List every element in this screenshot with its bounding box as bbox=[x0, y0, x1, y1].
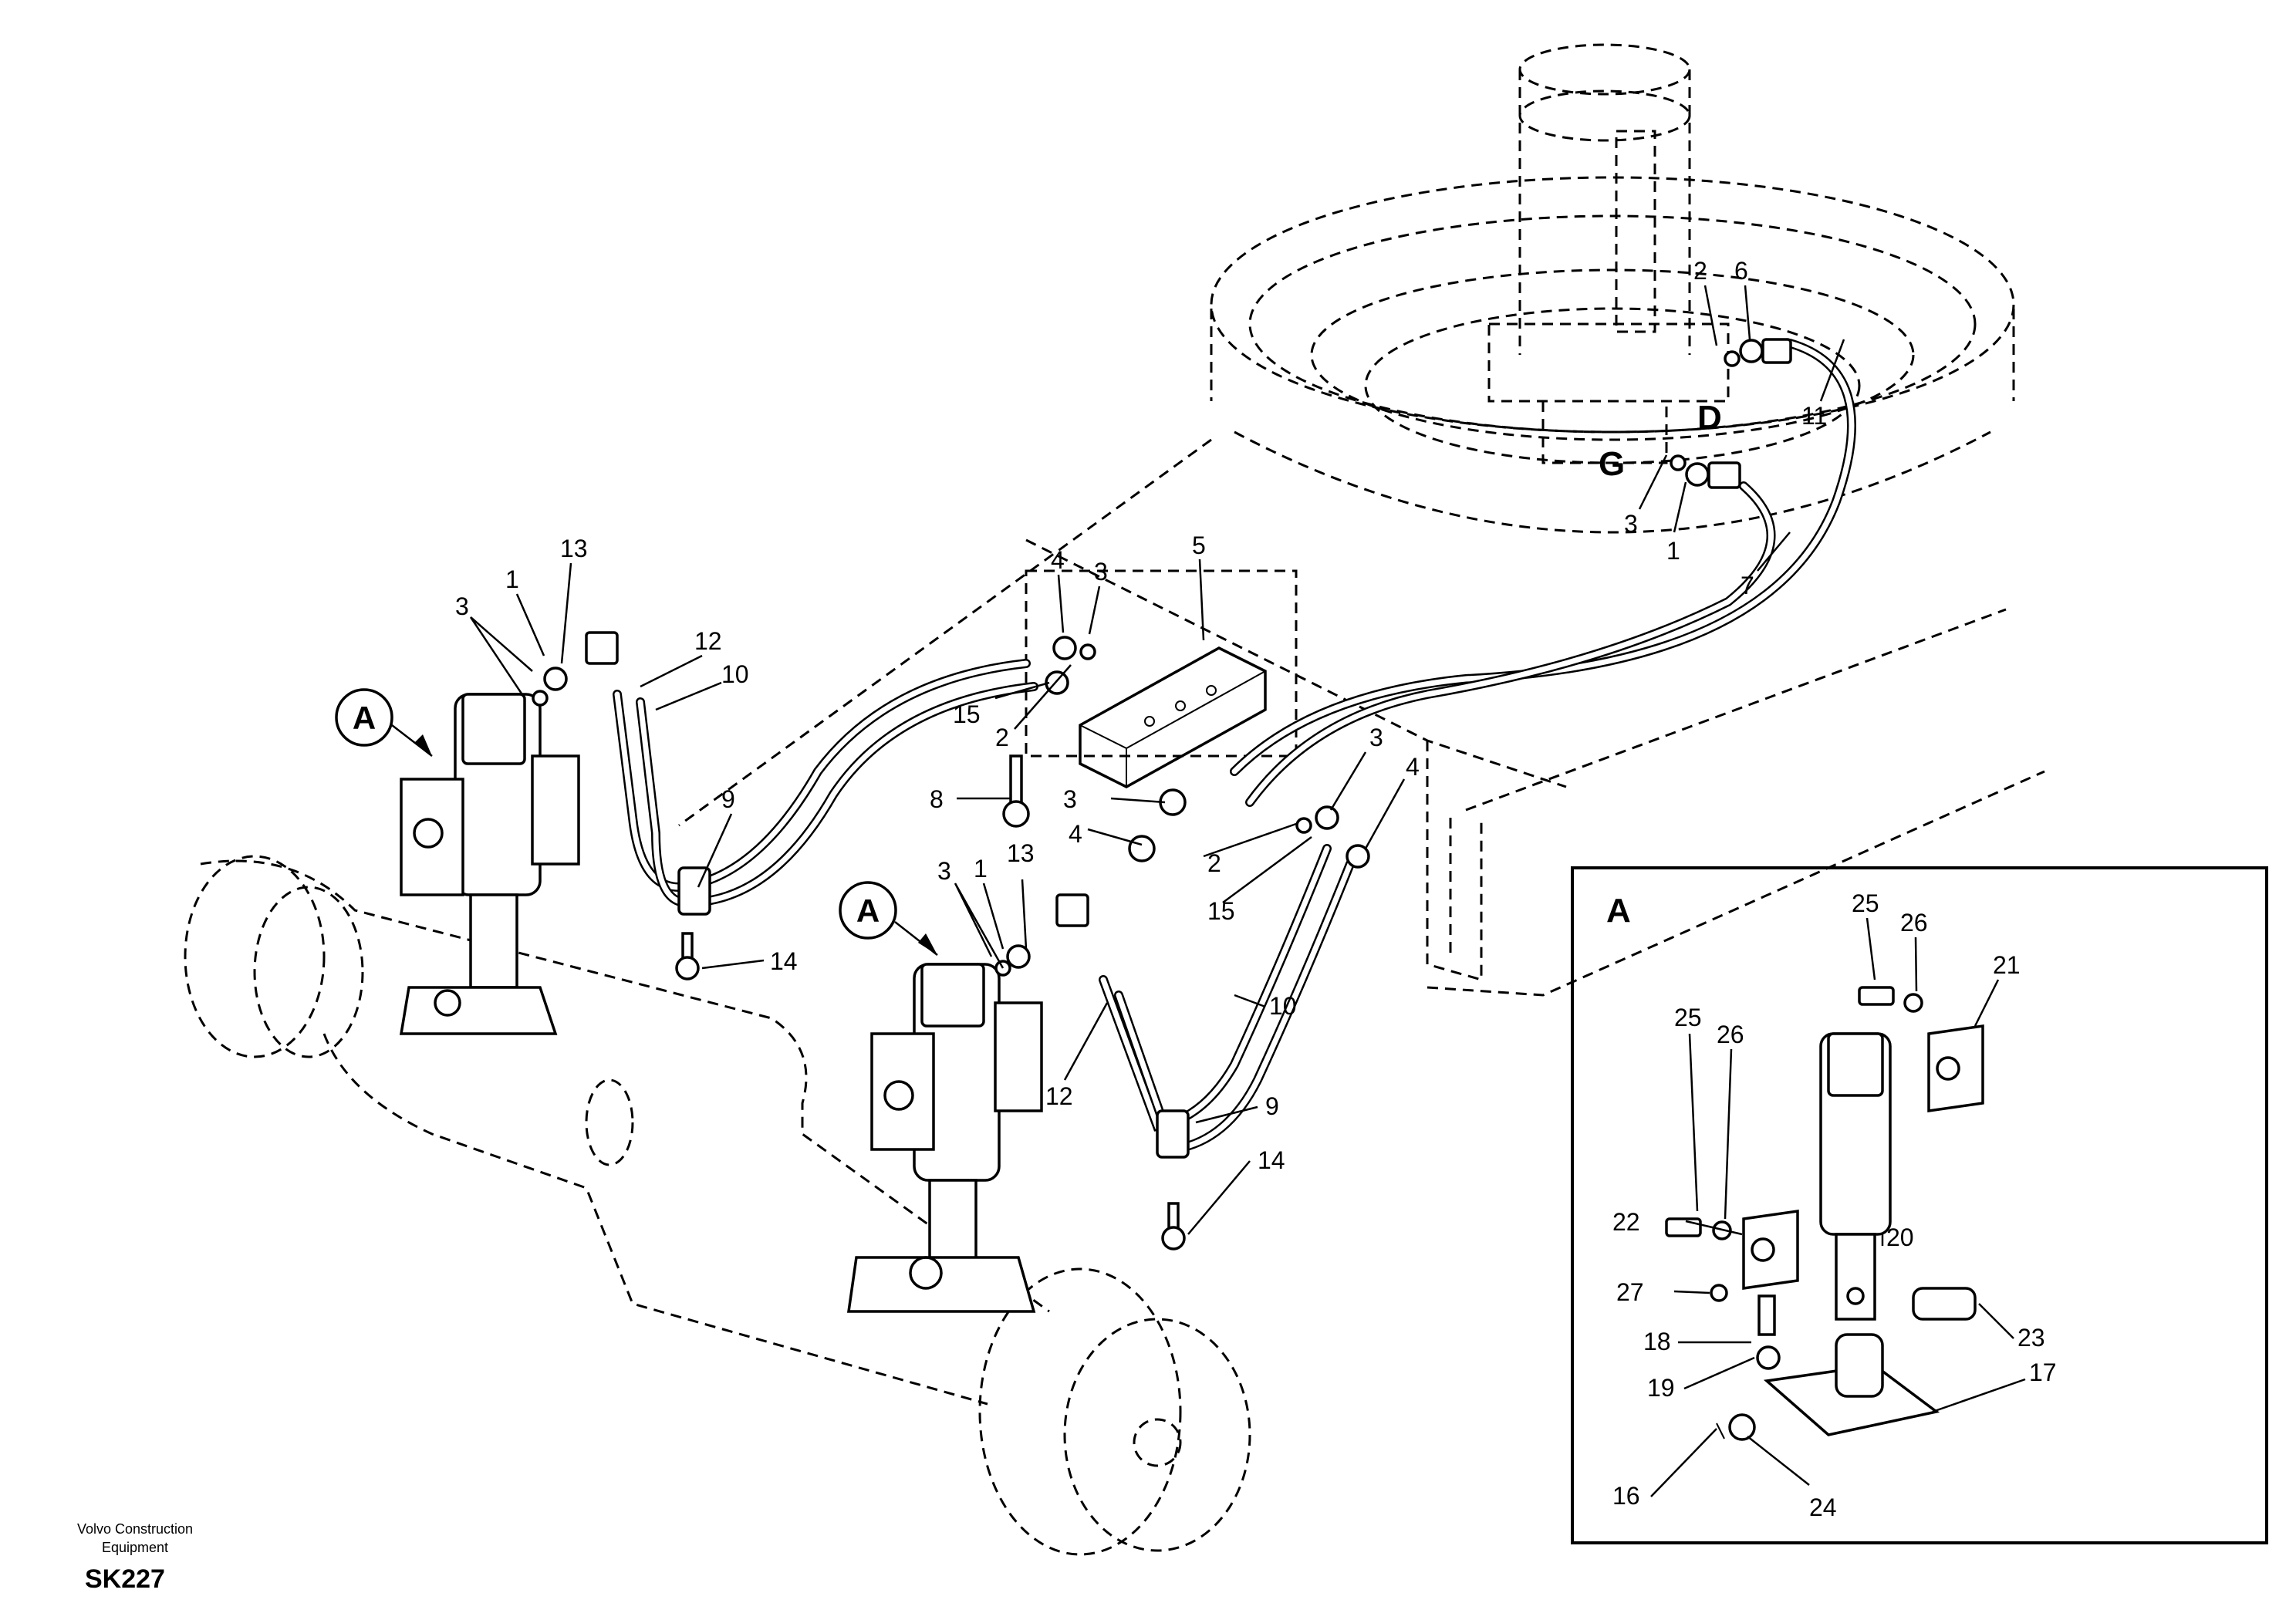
callout-numbers: 2 6 11 3 1 7 13 1 3 12 10 4 3 5 15 2 9 8… bbox=[455, 257, 2057, 1521]
port-label-g: G bbox=[1599, 445, 1625, 483]
center-cylinder-assembly bbox=[846, 963, 1043, 1313]
callout-3-c: 3 bbox=[1369, 724, 1383, 751]
detail-label-a: A bbox=[1606, 892, 1631, 930]
callout-8: 8 bbox=[930, 785, 944, 813]
callout-12-mid: 12 bbox=[1045, 1082, 1073, 1110]
callout-2-b: 2 bbox=[1207, 849, 1221, 877]
view-marker-a-left: A bbox=[353, 700, 376, 736]
callout-21: 21 bbox=[1993, 951, 2021, 979]
callout-3-mid: 3 bbox=[937, 857, 951, 885]
callout-3-b: 3 bbox=[1063, 785, 1077, 813]
view-markers: A A A bbox=[335, 688, 1631, 956]
footer-drawing-code: SK227 bbox=[85, 1564, 165, 1594]
callout-15-b: 15 bbox=[1207, 897, 1235, 925]
callout-1-top: 1 bbox=[1666, 537, 1680, 565]
callout-1-mid: 1 bbox=[974, 855, 988, 883]
port-labels: G D bbox=[1599, 399, 1722, 483]
upper-frame bbox=[678, 438, 2045, 997]
callout-20: 20 bbox=[1886, 1223, 1914, 1251]
callout-14-mid: 14 bbox=[1258, 1146, 1285, 1174]
detail-view-a bbox=[1571, 866, 2268, 1544]
callout-3-left: 3 bbox=[455, 592, 469, 620]
callout-15-a: 15 bbox=[953, 700, 981, 728]
callout-4-a: 4 bbox=[1051, 546, 1065, 574]
hoses bbox=[613, 339, 1856, 1159]
axle bbox=[184, 855, 1251, 1556]
callout-11: 11 bbox=[1801, 402, 1827, 430]
callout-27: 27 bbox=[1616, 1278, 1644, 1306]
callout-3-a: 3 bbox=[1094, 558, 1108, 586]
callout-13-left: 13 bbox=[560, 535, 588, 562]
center-joint bbox=[1487, 43, 1730, 464]
port-label-d: D bbox=[1697, 399, 1722, 437]
callout-2-top: 2 bbox=[1693, 257, 1707, 285]
callout-18: 18 bbox=[1643, 1328, 1671, 1355]
leader-lines bbox=[469, 285, 2026, 1497]
callout-10-mid: 10 bbox=[1269, 992, 1297, 1020]
view-marker-a-center: A bbox=[856, 893, 880, 929]
callout-3-top: 3 bbox=[1624, 510, 1638, 538]
footer-company: Volvo Construction Equipment bbox=[39, 1520, 231, 1557]
callout-23: 23 bbox=[2017, 1324, 2045, 1352]
callout-4-c: 4 bbox=[1406, 753, 1420, 781]
footer-company-line1: Volvo Construction bbox=[76, 1521, 194, 1537]
callout-9-left: 9 bbox=[721, 785, 735, 813]
callout-19: 19 bbox=[1647, 1374, 1675, 1402]
callout-4-b: 4 bbox=[1069, 820, 1082, 848]
callout-26-a: 26 bbox=[1900, 909, 1928, 937]
callout-16: 16 bbox=[1612, 1482, 1640, 1510]
callout-12-left: 12 bbox=[694, 627, 722, 655]
callout-26-b: 26 bbox=[1717, 1021, 1744, 1048]
callout-7: 7 bbox=[1741, 572, 1754, 599]
callout-14-left: 14 bbox=[770, 947, 798, 975]
callout-25-b: 25 bbox=[1674, 1004, 1702, 1031]
callout-1-left: 1 bbox=[505, 565, 519, 593]
callout-5: 5 bbox=[1192, 532, 1206, 559]
callout-17: 17 bbox=[2029, 1358, 2057, 1386]
callout-25-a: 25 bbox=[1852, 889, 1879, 917]
callout-10-left: 10 bbox=[721, 660, 749, 688]
footer-company-line2: Equipment bbox=[101, 1540, 169, 1555]
callout-6: 6 bbox=[1734, 257, 1748, 285]
callout-13-mid: 13 bbox=[1007, 839, 1035, 867]
callout-9-mid: 9 bbox=[1265, 1092, 1279, 1120]
left-cylinder-assembly bbox=[399, 693, 580, 1035]
callout-2-a: 2 bbox=[995, 724, 1009, 751]
callout-24: 24 bbox=[1809, 1493, 1837, 1521]
valve-block bbox=[1025, 569, 1298, 788]
callout-22: 22 bbox=[1612, 1208, 1640, 1236]
